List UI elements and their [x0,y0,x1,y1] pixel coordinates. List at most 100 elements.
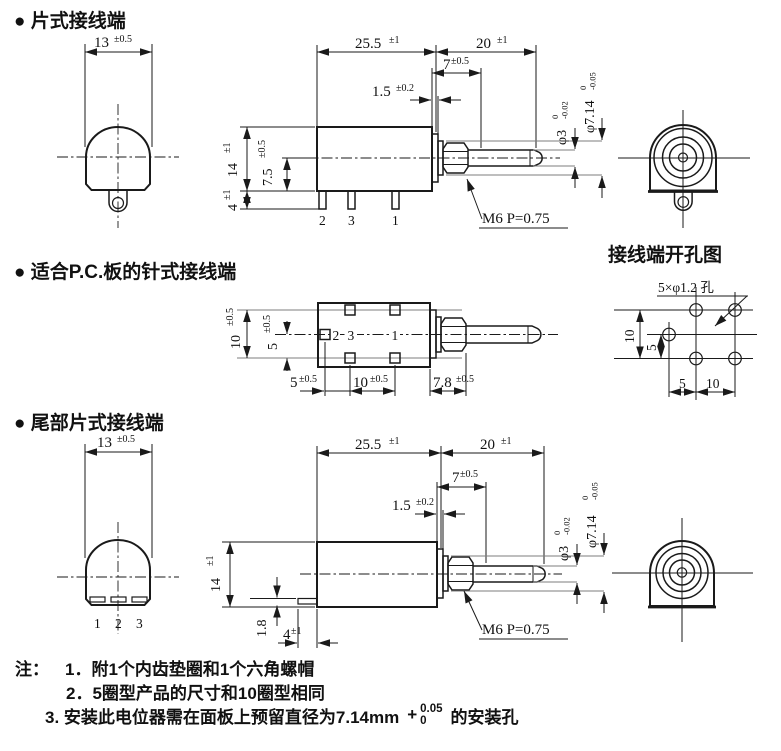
hex-nut [442,142,469,174]
pc-pin [389,304,401,316]
note-3-text: 3. 安装此电位器需在面板上预留直径为7.14mm [45,707,400,727]
pin-label: 3 [348,213,355,228]
svg-text:±1: ±1 [291,626,302,637]
dim-bushing-dia: φ7.14 [585,515,600,548]
solder-lug [108,190,128,213]
svg-text:±1: ±1 [389,35,400,46]
note-line-2: 2．5圈型产品的尺寸和10圈型相同 [15,679,775,703]
dim-height: 14 [209,578,224,592]
svg-text:-0.05: -0.05 [590,482,600,500]
shaft-end [677,152,689,163]
notes-label: 注： [15,659,49,679]
svg-text:±1: ±1 [497,35,508,46]
dim-hole-v5: 5 [644,344,659,351]
shaft-end [676,567,688,578]
housing-dome-outline [85,539,151,606]
terminal-hole [728,351,742,366]
terminal-pin [391,190,400,210]
hex-nut [440,317,467,352]
hex-nut [447,556,474,591]
hole-callout: 5×φ1.2 孔 [658,280,714,295]
s2-dimensions: 10 ±0.5 5 ±0.5 5 ±0.5 10 ±0.5 7.8 ±0.5 [225,308,474,396]
dim-tab-length: 4 [283,627,291,643]
note-1: 1．附1个内齿垫圈和1个六角螺帽 [65,659,315,679]
notes-block: 注： 1．附1个内齿垫圈和1个六角螺帽 2．5圈型产品的尺寸和10圈型相同 3. … [15,655,775,728]
pot-body [316,126,433,192]
svg-text:±0.2: ±0.2 [396,83,414,94]
note-2: 2．5圈型产品的尺寸和10圈型相同 [66,683,325,703]
dim-width-13: 13 [97,435,112,451]
tail-tab [297,597,318,605]
svg-text:±1: ±1 [222,143,233,154]
s3-front-view: 13 ±0.5 1 2 3 [57,434,179,634]
pin-label: 3 [348,328,355,343]
dim-width-13-tol: ±0.5 [114,34,132,45]
dim-half-spacing: 5 [266,343,281,350]
svg-text:-0.05: -0.05 [588,72,598,90]
dim-width-13: 13 [94,35,109,51]
dim-bushing: 7 [452,470,460,486]
terminal-hole [689,351,703,366]
dim-flange: 1.5 [392,498,411,514]
dim-pin-pitch-5: 5 [290,375,298,391]
dim-shaft-dia: φ3 [557,546,572,561]
dim-hole-h10: 10 [706,376,720,391]
dim-shaft-dia: φ3 [555,130,570,145]
pin-label: 2 [333,328,340,343]
svg-text:0: 0 [550,115,560,119]
pc-pin [344,352,356,364]
svg-text:±0.5: ±0.5 [451,56,469,67]
svg-text:±0.5: ±0.5 [370,374,388,385]
dim-center-height: 7.5 [261,169,276,187]
rear-terminal [131,596,148,603]
lug-hole [677,196,690,208]
svg-text:0: 0 [580,496,590,500]
dim-bushing-dia: φ7.14 [583,100,598,133]
dim-hole-h5: 5 [679,376,686,391]
s3-dimensions: 25.5 ±1 20 ±1 7 ±0.5 1.5 ±0.2 14 ±1 1 [205,436,608,648]
pc-pin [319,328,331,341]
thread-callout: M6 P=0.75 [482,211,550,227]
dim-shaft-length: 20 [480,437,495,453]
terminal-pin [347,190,356,210]
s1-front-view: 13 ±0.5 [57,34,179,228]
hole-diagram-title: 接线端开孔图 [608,243,722,266]
s1-dimensions: 25.5 ±1 20 ±1 7 ±0.5 1.5 ±0.2 14 ±1 7.5 [222,35,606,229]
pin-label: 1 [392,213,399,228]
housing-dome-outline [85,126,151,191]
note-3-suffix: 的安装孔 [450,707,519,727]
svg-text:±1: ±1 [501,436,512,447]
rear-terminal [110,596,127,603]
dim-height: 14 [226,163,241,177]
svg-text:±0.2: ±0.2 [416,497,434,508]
terminal-pin [318,190,327,210]
dim-hole-v10: 10 [622,329,637,343]
section-rear-chip-terminal: ● 尾部片式接线端 13 ±0.5 1 2 3 [14,411,753,648]
shaft-tip [528,325,542,344]
svg-text:-0.02: -0.02 [562,517,572,535]
s1-side-view: 2 3 1 [302,126,560,228]
pc-pin [389,352,401,364]
section-chip-terminal: ● 片式接线端 13 ±0.5 [14,9,750,229]
svg-text:±0.5: ±0.5 [117,434,135,445]
hole-pattern-diagram: 接线端开孔图 5×φ1.2 孔 10 5 5 10 [608,243,757,400]
svg-text:-0.02: -0.02 [560,101,570,119]
svg-text:±1: ±1 [222,190,233,201]
dim-bushing-78: 7.8 [433,375,452,391]
dim-body-length: 25.5 [355,437,381,453]
dim-flange: 1.5 [372,84,391,100]
svg-text:±0.5: ±0.5 [299,374,317,385]
rear-terminal [89,596,106,603]
solder-lug [673,191,693,212]
s1-rear-view [618,110,750,228]
svg-text:±1: ±1 [205,556,216,567]
rear-housing-outline [649,124,717,192]
svg-text:0: 0 [578,86,588,90]
lug-hole [111,196,125,210]
dim-body-length: 25.5 [355,36,381,52]
dim-bushing: 7 [443,57,451,73]
